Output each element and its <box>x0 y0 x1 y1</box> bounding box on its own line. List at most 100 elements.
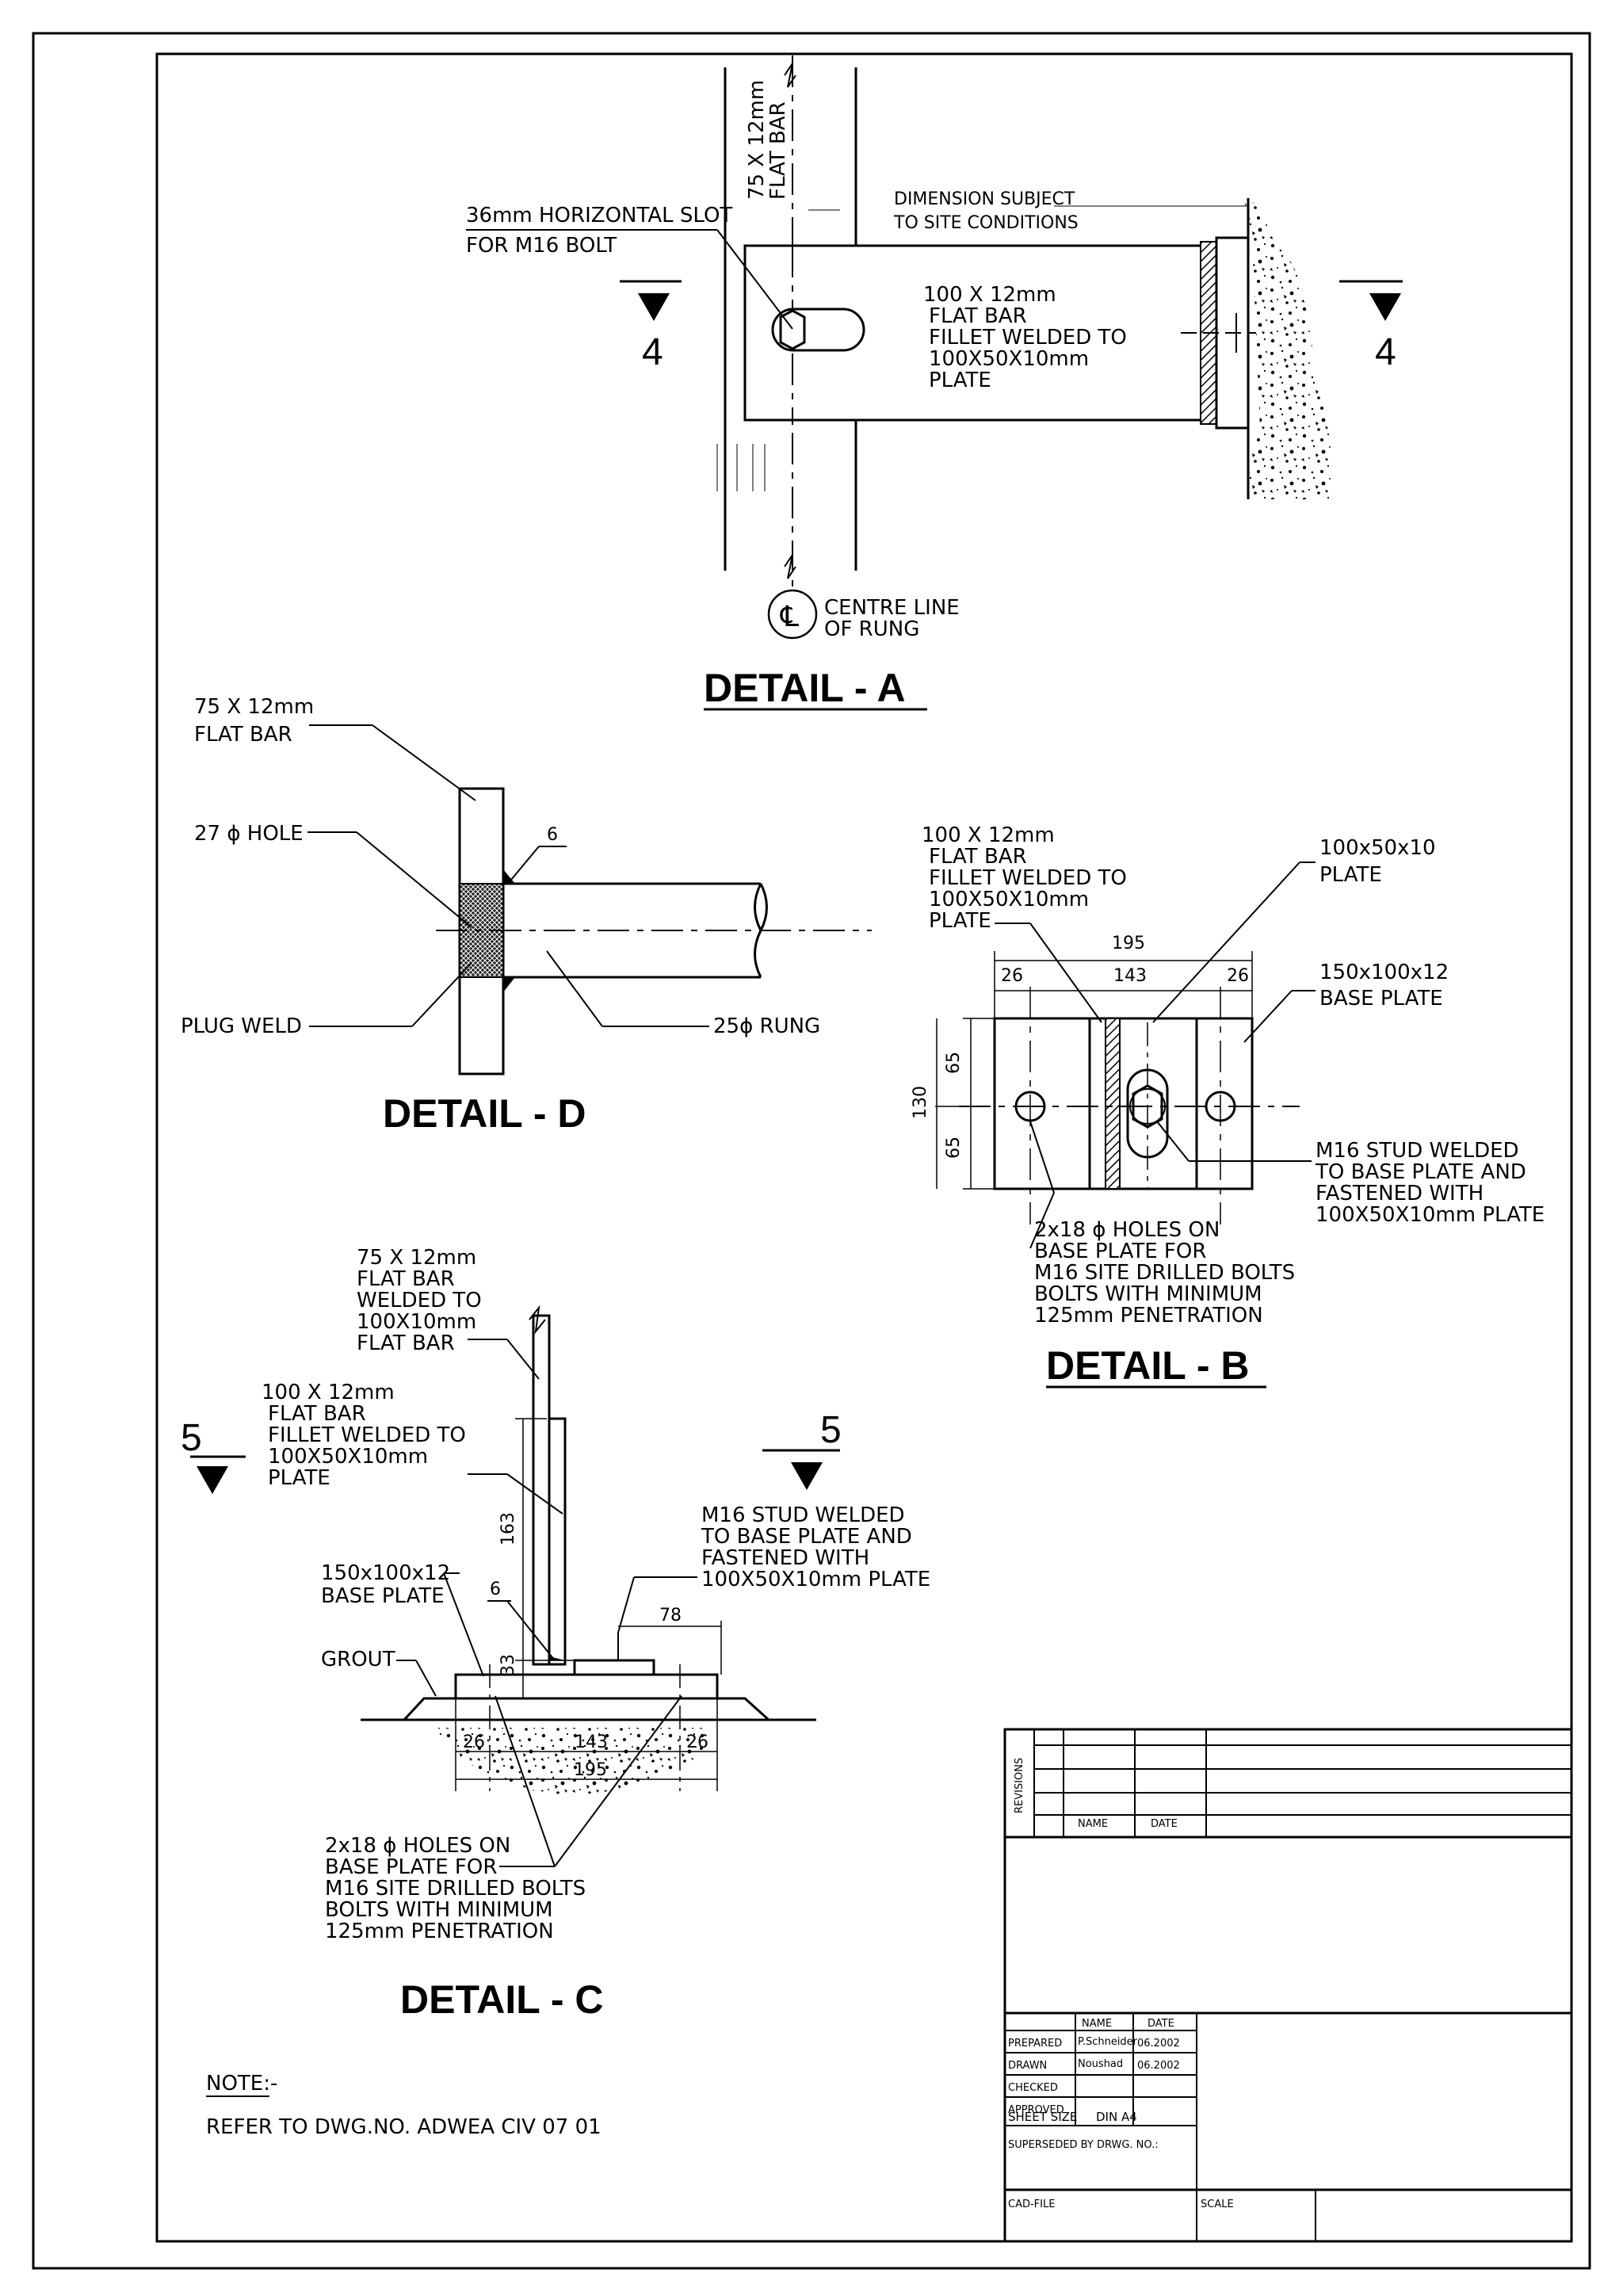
detail-b-stud-note-line2: TO BASE PLATE AND <box>1315 1160 1526 1184</box>
detail-d-flat-bar-line2: FLAT BAR <box>194 723 292 747</box>
detail-c-grout: GROUT <box>321 1648 395 1671</box>
centre-line-note-line2: OF RUNG <box>824 617 919 641</box>
section-marker-4-right: 4 <box>1339 280 1403 373</box>
detail-c-flat-bar-note-line4: 100X10mm <box>357 1310 476 1334</box>
detail-b-base-plate-note-line1: 150x100x12 <box>1319 961 1449 984</box>
sheet-size-value: DIN A4 <box>1096 2110 1137 2124</box>
detail-c-holes-note-line1: 2x18 ϕ HOLES ON <box>325 1834 510 1858</box>
detail-a-flat-bar-vertical-line1: 75 X 12mm <box>745 80 769 200</box>
detail-c-holes-note-line4: BOLTS WITH MINIMUM <box>325 1898 553 1922</box>
svg-text:4: 4 <box>642 331 663 373</box>
detail-b-stud-note-line1: M16 STUD WELDED <box>1316 1139 1519 1163</box>
detail-a-flat-bar-note-line2: FLAT BAR <box>929 304 1027 328</box>
detail-d-title: DETAIL - D <box>383 1091 586 1136</box>
detail-b-holes-note-line4: BOLTS WITH MINIMUM <box>1034 1282 1262 1306</box>
sheet-size-label: SHEET SIZE <box>1008 2110 1077 2124</box>
detail-d-hole: 27 ϕ HOLE <box>194 822 304 846</box>
detail-b-dim-height: 130 <box>911 1086 930 1119</box>
inner-border <box>155 52 1573 2243</box>
section-marker-5-right: 5 <box>762 1409 842 1490</box>
detail-c-stud-note-line4: 100X50X10mm PLATE <box>701 1568 930 1591</box>
detail-c-flat-bar-note2-line5: PLATE <box>268 1466 330 1490</box>
detail-b-flat-bar-note-line2: FLAT BAR <box>929 845 1027 869</box>
superseded-label: SUPERSEDED BY DRWG. NO.: <box>1008 2139 1159 2151</box>
row-prepared-name: P.Schneider <box>1078 2036 1138 2048</box>
detail-c-flat-bar-note2-line1: 100 X 12mm <box>262 1381 395 1404</box>
section-marker-4-left: 4 <box>620 280 682 373</box>
detail-b: 195 26 143 26 130 65 65 100 X 12mm FLAT … <box>911 823 1545 1389</box>
detail-d-rung: 25ϕ RUNG <box>713 1014 820 1038</box>
detail-c-base-plate-note-line2: BASE PLATE <box>321 1584 445 1608</box>
detail-c: 163 33 78 6 26 143 26 195 75 X 12mm FLAT… <box>181 1246 930 2022</box>
detail-c-flat-bar-note-line3: WELDED TO <box>357 1289 482 1312</box>
row-checked-label: CHECKED <box>1008 2082 1058 2094</box>
detail-c-holes-note-line2: BASE PLATE FOR <box>325 1855 497 1879</box>
row-prepared-label: PREPARED <box>1008 2038 1062 2050</box>
detail-b-plate-note-line2: PLATE <box>1319 863 1382 887</box>
detail-b-stud-note-line4: 100X50X10mm PLATE <box>1316 1203 1545 1227</box>
note-text: REFER TO DWG.NO. ADWEA CIV 07 01 <box>206 2115 601 2139</box>
detail-b-dim-upper: 65 <box>944 1052 964 1074</box>
detail-c-holes-note-line5: 125mm PENETRATION <box>325 1920 554 1943</box>
detail-c-dim-weld: 6 <box>490 1580 501 1599</box>
detail-b-stud-note-line3: FASTENED WITH <box>1316 1182 1484 1205</box>
detail-c-flat-bar-note2-line3: FILLET WELDED TO <box>268 1423 466 1447</box>
section-marker-5-left: 5 <box>181 1417 246 1494</box>
detail-c-flat-bar-note-line5: FLAT BAR <box>357 1331 455 1355</box>
detail-a-dimension-note-line2: TO SITE CONDITIONS <box>893 213 1079 233</box>
rev-name-header: NAME <box>1078 1818 1108 1830</box>
detail-c-dim-26-left: 26 <box>463 1733 485 1752</box>
row-approved-label: APPROVED <box>1008 2104 1064 2116</box>
detail-c-flat-bar-note2-line2: FLAT BAR <box>268 1402 366 1426</box>
detail-b-dim-overall: 195 <box>1112 934 1145 953</box>
centre-line-icon <box>767 589 818 640</box>
note-heading: NOTE:- <box>206 2072 277 2095</box>
detail-a-flat-bar-note-line4: 100X50X10mm <box>929 347 1089 371</box>
svg-text:5: 5 <box>181 1417 202 1459</box>
outer-border <box>32 32 1591 2270</box>
detail-b-plate-note-line1: 100x50x10 <box>1319 836 1436 860</box>
detail-d: 75 X 12mm FLAT BAR 27 ϕ HOLE 6 PLUG WELD… <box>181 695 872 1136</box>
detail-b-holes-note-line1: 2x18 ϕ HOLES ON <box>1034 1218 1220 1242</box>
detail-c-flat-bar-note-line1: 75 X 12mm <box>357 1246 476 1270</box>
detail-c-dim-163: 163 <box>498 1512 518 1545</box>
detail-c-stud-note-line2: TO BASE PLATE AND <box>701 1525 912 1549</box>
cad-file-label: CAD-FILE <box>1008 2199 1055 2210</box>
svg-text:5: 5 <box>820 1409 842 1451</box>
centre-line-note-line1: CENTRE LINE <box>824 596 960 620</box>
detail-a-flat-bar-note-line5: PLATE <box>929 369 991 392</box>
detail-b-flat-bar-note-line5: PLATE <box>929 909 991 933</box>
detail-b-flat-bar-note-line4: 100X50X10mm <box>929 888 1089 911</box>
detail-c-dim-26-right: 26 <box>686 1733 708 1752</box>
detail-c-dim-143: 143 <box>575 1733 608 1752</box>
detail-b-holes-note-line2: BASE PLATE FOR <box>1034 1240 1206 1263</box>
revisions-label: REVISIONS <box>1014 1758 1025 1813</box>
detail-c-stud-note-line3: FASTENED WITH <box>701 1546 869 1570</box>
detail-c-flat-bar-note2-line4: 100X50X10mm <box>268 1445 428 1469</box>
row-prepared-date: 06.2002 <box>1137 2038 1180 2050</box>
detail-c-stud-note-line1: M16 STUD WELDED <box>701 1503 905 1527</box>
svg-text:4: 4 <box>1375 331 1396 373</box>
note-block: NOTE:- REFER TO DWG.NO. ADWEA CIV 07 01 <box>206 2072 601 2139</box>
detail-b-flat-bar-note-line1: 100 X 12mm <box>922 823 1055 847</box>
detail-b-dim-middle: 143 <box>1113 966 1147 986</box>
detail-c-holes-note-line3: M16 SITE DRILLED BOLTS <box>325 1877 586 1901</box>
detail-a-dimension-note-line1: DIMENSION SUBJECT <box>894 189 1075 209</box>
detail-b-holes-note-line3: M16 SITE DRILLED BOLTS <box>1034 1261 1295 1285</box>
detail-b-dim-right: 26 <box>1227 966 1249 986</box>
detail-a-flat-bar-note-line3: FILLET WELDED TO <box>929 326 1127 350</box>
detail-d-flat-bar-line1: 75 X 12mm <box>194 695 314 719</box>
detail-b-holes-note-line5: 125mm PENETRATION <box>1034 1304 1263 1328</box>
detail-b-flat-bar-note-line3: FILLET WELDED TO <box>929 866 1127 890</box>
title-block <box>1003 1728 1573 2243</box>
detail-c-flat-bar-note-line2: FLAT BAR <box>357 1267 455 1291</box>
detail-b-dim-lower: 65 <box>944 1137 964 1159</box>
detail-a-slot-note-line1: 36mm HORIZONTAL SLOT <box>466 204 732 227</box>
detail-d-weld-size: 6 <box>547 825 558 845</box>
row-drawn-label: DRAWN <box>1008 2060 1047 2072</box>
row-drawn-date: 06.2002 <box>1137 2060 1180 2072</box>
detail-b-title: DETAIL - B <box>1046 1343 1249 1388</box>
detail-c-base-plate-note-line1: 150x100x12 <box>321 1561 450 1585</box>
detail-a-flat-bar-vertical-line2: FLAT BAR <box>766 101 790 200</box>
